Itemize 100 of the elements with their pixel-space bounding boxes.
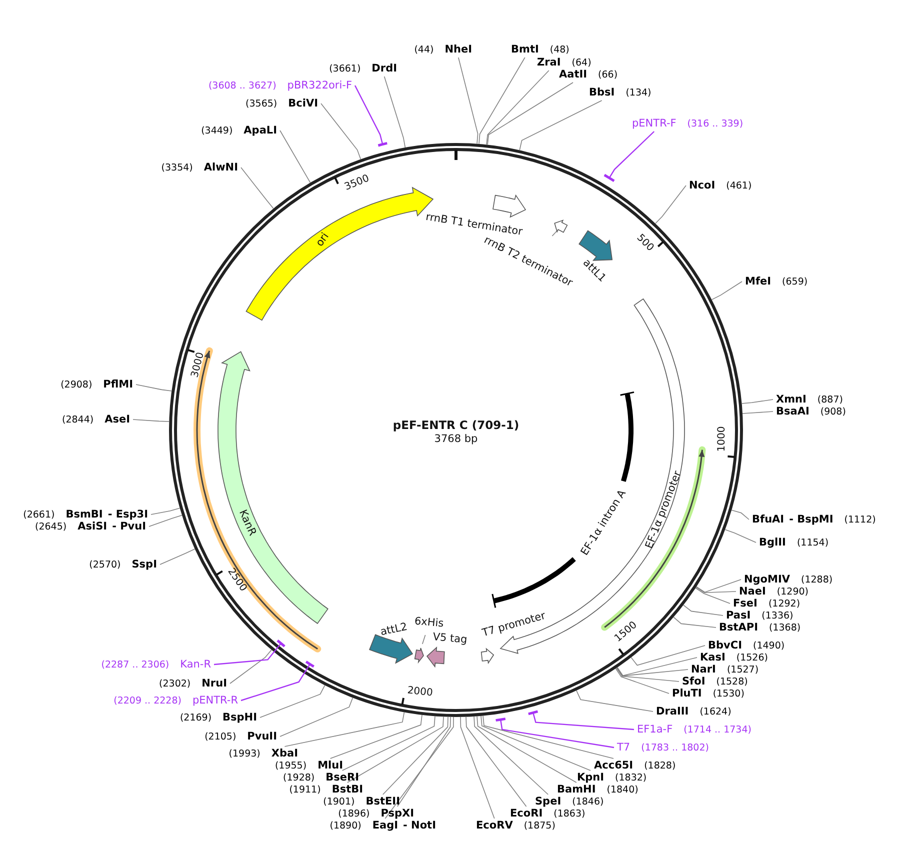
enzyme-name: BstAPI	[719, 622, 758, 634]
leader-line	[148, 514, 182, 527]
scale-label: 500	[634, 232, 656, 254]
leader-line	[683, 604, 724, 616]
enzyme-name: SpeI	[535, 796, 562, 808]
enzyme-name: EagI	[372, 820, 398, 832]
site-position: (3565)	[246, 98, 278, 110]
leader-line	[741, 399, 774, 404]
primer-position: (316 .. 339)	[687, 118, 744, 130]
primer-position: (2287 .. 2306)	[101, 660, 170, 672]
leader-line	[160, 548, 196, 565]
primer-name: pBR322ori-F	[287, 80, 352, 92]
primer-position: (3608 .. 3627)	[208, 80, 276, 92]
primer-name: T7	[617, 742, 630, 754]
site-position: (1526)	[736, 652, 768, 664]
enzyme-name: XmnI	[776, 394, 806, 406]
enzyme-name: BstBI	[332, 784, 363, 796]
leader-line	[458, 57, 478, 144]
site-position: (66)	[598, 70, 618, 82]
leader-line	[476, 716, 577, 783]
site-position: (1290)	[776, 586, 808, 598]
enzyme-name: NruI	[202, 678, 227, 690]
primer-name: Kan-R	[180, 658, 211, 670]
site-position: (2302)	[159, 678, 191, 690]
site-position: (1846)	[572, 796, 604, 808]
site-position: (1993)	[228, 748, 260, 760]
site-position: (1368)	[769, 622, 801, 634]
site-position: (2661)	[23, 510, 55, 522]
leader-line	[240, 664, 310, 702]
enzyme-name: NgoMIV	[744, 574, 790, 586]
site-position: (1112)	[844, 514, 876, 526]
leader-line	[480, 716, 591, 771]
leader-line	[280, 130, 311, 184]
enzyme-name: BmtI	[511, 44, 539, 56]
leader-line	[673, 616, 716, 628]
leader-line	[132, 419, 170, 422]
leader-line	[616, 667, 688, 676]
leader-line	[230, 650, 272, 684]
leader-line	[474, 716, 548, 795]
enzyme-name: EcoRV	[476, 820, 513, 832]
site-position: (1154)	[796, 538, 829, 550]
site-position: (1955)	[274, 760, 307, 772]
site-position: (2645)	[35, 522, 67, 534]
scale-label: 1000	[716, 426, 728, 452]
scale-label: 3500	[343, 173, 372, 193]
leader-line	[320, 103, 362, 160]
leader-line	[280, 697, 354, 737]
primer-name: pENTR-R	[192, 694, 238, 706]
leader-line	[731, 510, 750, 520]
leader-line	[655, 185, 686, 224]
site-position: (1911)	[289, 784, 321, 796]
leader-line	[500, 720, 614, 748]
enzyme-name: BfuAI	[752, 514, 784, 526]
leader-line	[742, 411, 774, 414]
leader-line	[616, 668, 680, 682]
enzyme-name: BspHI	[222, 712, 257, 724]
leader-line	[487, 82, 574, 146]
enzyme-name: KpnI	[577, 772, 604, 784]
plasmid-size: 3768 bp	[434, 433, 478, 445]
site-position: (2169)	[180, 712, 212, 724]
enzyme-name: SspI	[132, 558, 157, 570]
site-position: (908)	[820, 406, 846, 418]
leader-line	[260, 684, 326, 718]
enzyme-name: NheI	[444, 44, 472, 56]
site-position: (2908)	[60, 380, 92, 392]
site-position: (1336)	[762, 610, 794, 622]
leader-line	[382, 716, 448, 795]
enzyme-name: MfeI	[745, 276, 772, 288]
leader-line	[552, 228, 560, 236]
leader-line	[384, 76, 406, 148]
enzyme-name: EcoRI	[510, 808, 543, 820]
site-position: (64)	[572, 58, 592, 70]
enzyme-name: AlwNI	[204, 162, 238, 174]
enzyme-name: BamHI	[557, 784, 596, 796]
leader-line	[486, 70, 550, 145]
leader-line	[724, 529, 756, 543]
leader-line	[150, 508, 180, 515]
enzyme-name: PflMI	[103, 378, 133, 390]
enzyme-name: AatII	[559, 68, 588, 80]
leader-line	[478, 57, 526, 144]
feature-label: KanR	[236, 508, 258, 538]
site-position: (1527)	[726, 664, 759, 676]
enzyme-name: NarI	[691, 664, 716, 676]
primer-position: (1714 .. 1734)	[684, 724, 752, 736]
leader-line	[330, 714, 422, 759]
enzyme-name: ApaLI	[244, 124, 277, 136]
enzyme-name: - PvuI	[112, 520, 146, 532]
feature-label: attL2	[379, 620, 409, 640]
feature-label: 6xHis	[414, 615, 444, 631]
enzyme-name: NaeI	[739, 586, 766, 598]
enzyme-name: BbsI	[589, 86, 615, 98]
leader-line	[397, 716, 451, 807]
site-position: (1828)	[644, 760, 676, 772]
leader-line	[695, 588, 730, 604]
site-position: (2105)	[204, 732, 236, 744]
site-position: (461)	[726, 180, 752, 192]
site-position: (1875)	[524, 820, 556, 832]
leader-line	[136, 384, 172, 392]
site-position: (1896)	[338, 808, 370, 820]
enzyme-name: SfoI	[682, 676, 706, 688]
